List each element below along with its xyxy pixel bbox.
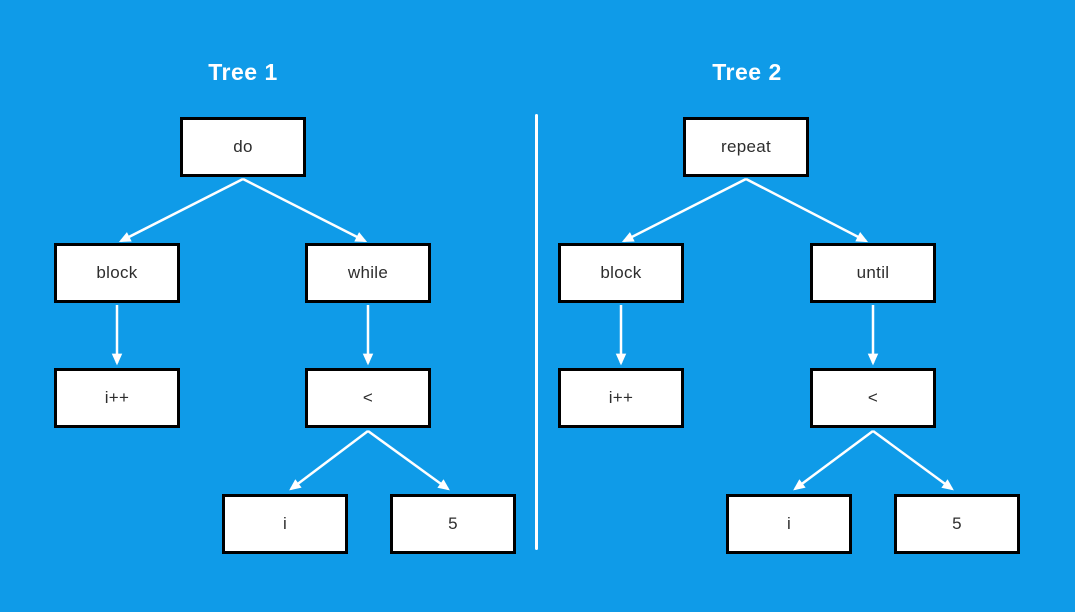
tree2-node-less-than: < <box>810 368 936 428</box>
tree2-node-root: repeat <box>683 117 809 177</box>
edge-t1-root-left <box>118 177 244 243</box>
tree2-node-block: block <box>558 243 684 303</box>
tree1-title: Tree 1 <box>208 59 278 85</box>
tree1-node-increment: i++ <box>54 368 180 428</box>
tree2-node-until: until <box>810 243 936 303</box>
edge-t2-root-left <box>621 177 747 243</box>
edge-t1-root-right <box>242 177 368 243</box>
tree1-node-i: i <box>222 494 348 554</box>
tree1-node-root: do <box>180 117 306 177</box>
edge-t1-cmp-left <box>289 430 369 491</box>
tree1-node-block: block <box>54 243 180 303</box>
edge-t2-cmp-left <box>793 429 874 491</box>
edge-t2-cmp-right <box>872 429 954 491</box>
tree2-node-5: 5 <box>894 494 1020 554</box>
tree2-node-i: i <box>726 494 852 554</box>
edge-t1-cmp-right <box>367 429 450 491</box>
tree2-node-increment: i++ <box>558 368 684 428</box>
tree1-node-while: while <box>305 243 431 303</box>
tree1-node-less-than: < <box>305 368 431 428</box>
tree2-title: Tree 2 <box>712 59 782 85</box>
edge-t2-root-right <box>745 177 869 243</box>
tree1-node-5: 5 <box>390 494 516 554</box>
divider-line <box>535 114 538 550</box>
